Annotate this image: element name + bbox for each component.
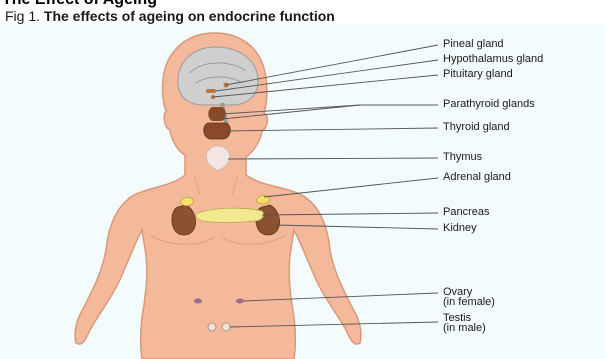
label-thyroid-gland: Thyroid gland xyxy=(443,122,510,133)
label-testis-note: (in male) xyxy=(443,323,486,334)
label-adrenal-gland: Adrenal gland xyxy=(443,172,511,183)
label-ovary-note: (in female) xyxy=(443,297,495,308)
ovary-right-shape xyxy=(236,299,244,304)
label-pancreas: Pancreas xyxy=(443,207,489,218)
figure-number: Fig 1. xyxy=(5,8,40,24)
testis-right-shape xyxy=(222,323,230,331)
hypothalamus-shape xyxy=(206,89,216,93)
leader-line-adrenal xyxy=(264,178,438,197)
label-thymus: Thymus xyxy=(443,152,482,163)
diagram-panel: Pineal gland Hypothalamus gland Pituitar… xyxy=(0,25,605,359)
leader-line-thymus xyxy=(228,158,438,159)
testis-left-shape xyxy=(208,323,216,331)
label-hypothalamus-gland: Hypothalamus gland xyxy=(443,54,543,65)
label-pituitary-gland: Pituitary gland xyxy=(443,69,513,80)
label-pineal-gland: Pineal gland xyxy=(443,39,504,50)
figure-caption: Fig 1. The effects of ageing on endocrin… xyxy=(5,8,335,24)
label-parathyroid-glands: Parathyroid glands xyxy=(443,99,535,110)
ovary-left-shape xyxy=(194,299,202,304)
figure-title: The effects of ageing on endocrine funct… xyxy=(44,8,335,24)
pancreas-shape xyxy=(196,208,264,222)
body-diagram xyxy=(0,25,605,359)
label-kidney: Kidney xyxy=(443,223,477,234)
